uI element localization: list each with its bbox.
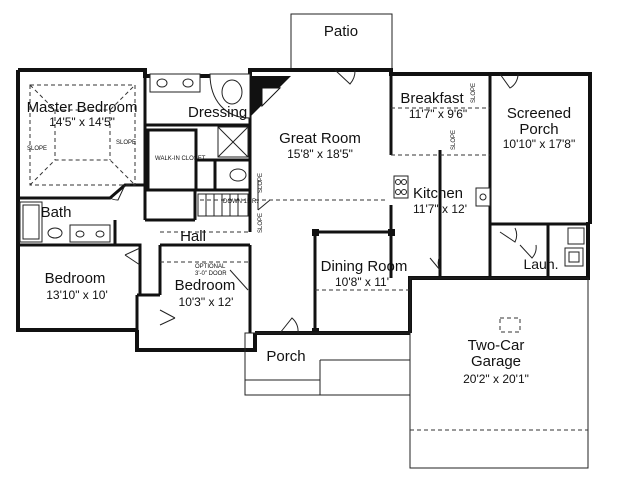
great-room-size: 15'8" x 18'5" — [287, 147, 353, 161]
breakfast-size: 11'7" x 9'6" — [409, 107, 467, 121]
garage-label-2: Garage — [471, 353, 521, 370]
breakfast-slope-top: SLOPE — [471, 83, 477, 103]
screened-porch-label-1: Screened — [507, 105, 571, 122]
dining-room-label: Dining Room — [321, 258, 408, 275]
porch-label: Porch — [266, 348, 305, 365]
stairs: DOWN 15 R. — [197, 193, 258, 217]
breakfast-label: Breakfast — [400, 90, 464, 107]
master-bedroom-slope-left: SLOPE — [27, 146, 47, 152]
bedroom-left-size: 13'10" x 10' — [46, 288, 108, 302]
kitchen-size: 11'7" x 12' — [413, 202, 467, 216]
kitchen-label: Kitchen — [413, 185, 463, 202]
great-room-slope-top: SLOPE — [258, 173, 264, 193]
master-bedroom-size: 14'5" x 14'5" — [49, 115, 115, 129]
bedroom-mid-label: Bedroom — [175, 277, 236, 294]
dashed-lines — [29, 84, 490, 291]
bedroom-mid-size: 10'3" x 12' — [179, 295, 234, 309]
bath-label: Bath — [41, 204, 72, 221]
laundry-label: Laun. — [523, 256, 558, 272]
master-bedroom-slope-right: SLOPE — [116, 140, 136, 146]
screened-porch-size: 10'10" x 17'8" — [503, 137, 576, 151]
patio-label: Patio — [324, 23, 358, 40]
bedroom-left-label: Bedroom — [45, 270, 106, 287]
garage-size: 20'2" x 20'1" — [463, 372, 529, 386]
dining-room-size: 10'8" x 11' — [335, 275, 389, 289]
great-room-label: Great Room — [279, 130, 361, 147]
garage-label-1: Two-Car — [468, 337, 525, 354]
dressing-label: Dressing — [188, 104, 247, 121]
hall-label: Hall — [180, 228, 206, 245]
great-room-slope-bottom: SLOPE — [258, 213, 264, 233]
screened-porch-label-2: Porch — [519, 121, 558, 138]
walk-in-closet-label: WALK-IN CLOSET — [155, 156, 206, 162]
porch — [244, 332, 411, 396]
fixtures — [19, 73, 585, 335]
stair-label: DOWN 15 R. — [223, 199, 258, 205]
doors — [109, 69, 537, 334]
optional-door-note-1: OPTIONAL — [195, 264, 226, 270]
optional-door-note-2: 3'-0" DOOR — [195, 271, 227, 277]
breakfast-slope-bottom: SLOPE — [451, 130, 457, 150]
master-bedroom-label: Master Bedroom — [27, 99, 138, 116]
